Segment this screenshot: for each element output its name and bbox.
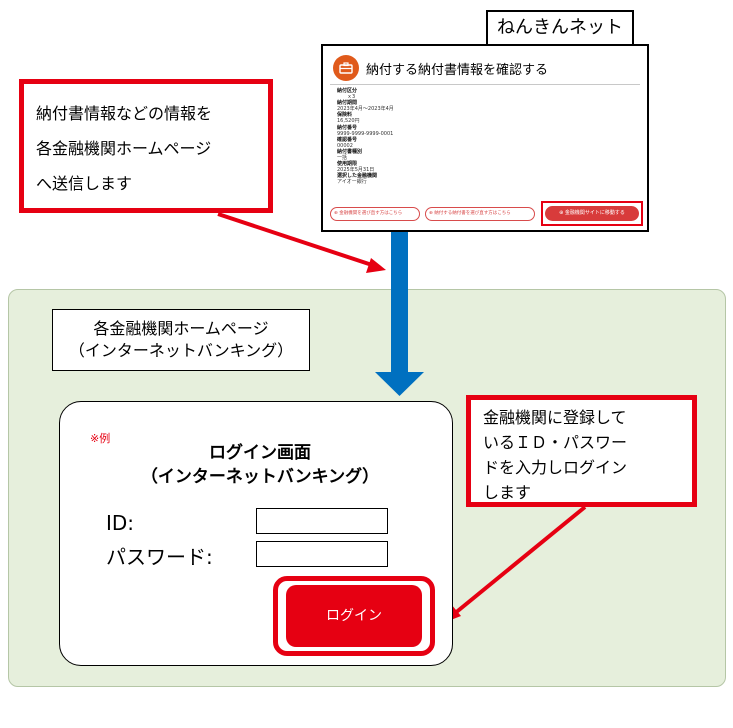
detail-line: 納付期間 [337,100,358,107]
divider [330,84,640,85]
id-input[interactable] [256,508,388,534]
example-note: ※例 [90,432,111,445]
briefcase-icon [333,55,359,81]
bank-label-line: 各金融機関ホームページ [93,319,269,338]
callout-line: します [483,483,532,502]
highlight-frame [541,201,643,226]
detail-line: 納付番号 [337,124,358,131]
password-input[interactable] [256,541,388,567]
detail-line: 16,520円 [337,118,360,125]
screen-title: 納付する納付書情報を確認する [366,63,549,78]
callout-line: 金融機関に登録して [483,408,627,427]
go-to-bank-site-label: 金融機関サイトに移動する [564,210,625,216]
reselect-bank-button[interactable]: ⊕ 金融機関を選び直す方はこちら [330,207,420,221]
detail-line: 保険料 [337,112,353,119]
detail-line: 9999-9999-9999-0001 [337,130,394,137]
login-button[interactable]: ログイン [286,585,422,647]
nenkin-net-screenshot [321,44,649,232]
detail-line: 納付書種別 [337,148,363,155]
detail-line: 確認番号 [337,136,358,143]
login-title: ログイン画面 （インターネットバンキング） [100,441,420,489]
detail-line: 使用期限 [337,161,358,168]
detail-line: 納付区分 [337,88,358,94]
bank-label-line: （インターネットバンキング） [68,341,294,360]
nenkin-net-label: ねんきんネット [486,10,634,46]
reselect-bank-label: 金融機関を選び直す方はこちら [339,211,403,216]
id-label: ID: [106,511,135,535]
callout-line: ドを入力しログイン [483,458,628,477]
detail-line: 一括 [337,155,348,162]
bank-homepage-label: 各金融機関ホームページ （インターネットバンキング） [52,309,310,371]
go-to-bank-site-button[interactable]: ⊕ 金融機関サイトに移動する [545,206,639,221]
callout-login-instructions: 金融機関に登録して いるＩＤ・パスワー ドを入力しログイン します [466,395,697,507]
callout-line: 各金融機関ホームページ [36,139,212,158]
callout-line: 納付書情報などの情報を [36,104,213,123]
callout-line: いるＩＤ・パスワー [483,433,628,452]
password-label: パスワード: [106,545,213,569]
callout-line: へ送信します [36,174,133,193]
login-title-line: （インターネットバンキング） [140,467,380,487]
callout-send-info: 納付書情報などの情報を 各金融機関ホームページ へ送信します [19,79,273,213]
detail-line: アイオー銀行 [337,179,367,186]
detail-line: 2025年5月31日 [337,167,375,174]
login-title-line: ログイン画面 [209,443,311,463]
detail-line: 2023年4月〜2023年4月 [337,106,394,113]
detail-line: 選択した金融機関 [337,173,378,180]
detail-line: ｘ3 [337,94,356,101]
reselect-slip-label: 納付する納付書を選び直す方はこちら [434,211,511,216]
detail-line: 00002 [337,142,353,149]
reselect-slip-button[interactable]: ⊕ 納付する納付書を選び直す方はこちら [425,207,535,221]
